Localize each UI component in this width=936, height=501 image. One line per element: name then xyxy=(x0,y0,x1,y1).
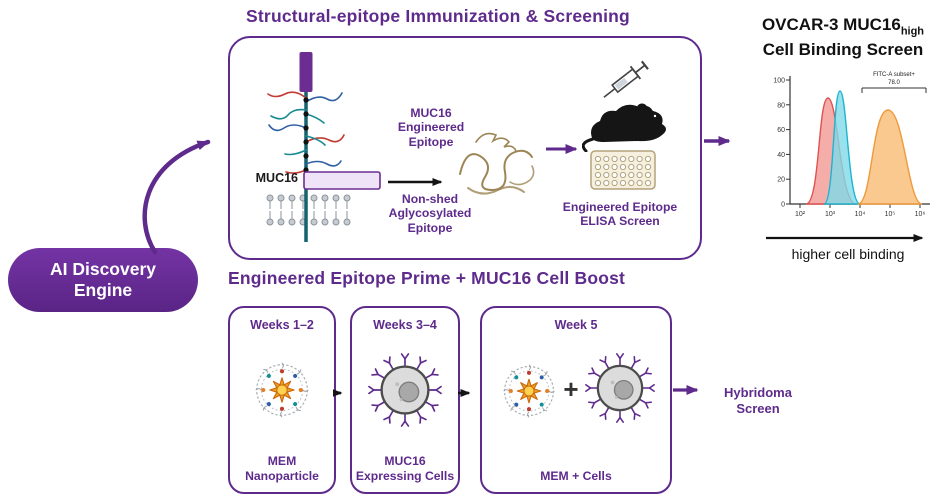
boost-section-title: Engineered Epitope Prime + MUC16 Cell Bo… xyxy=(228,268,626,288)
binding-screen-title-subscript: high xyxy=(900,25,925,38)
ribbon-structure-icon xyxy=(459,132,535,195)
top-section-title: Structural-epitope Immunization & Screen… xyxy=(246,6,630,26)
step-arrow-icon xyxy=(458,389,471,397)
binding-screen-title-line1: OVCAR-3 MUC16high xyxy=(761,15,925,38)
nanoparticle-icon xyxy=(255,362,309,418)
ai-engine-badge: AI Discovery Engine xyxy=(8,248,198,312)
week-box-1: Weeks 1–2 MEM Nanoparticle xyxy=(228,306,336,494)
nanoparticle-icon xyxy=(503,364,555,418)
gate-bracket xyxy=(861,87,927,93)
cell-binding-axis-label: higher cell binding xyxy=(791,246,905,262)
elisa-plate-icon xyxy=(588,146,658,196)
week-label-2: Weeks 3–4 xyxy=(373,318,437,332)
cell-icon xyxy=(367,352,443,428)
x-tick-label: 10³ xyxy=(825,211,836,218)
box-label-2: MUC16 Expressing Cells xyxy=(355,454,455,483)
y-tick-label: 20 xyxy=(777,177,785,184)
flow-histogram-chart: 100 80 60 40 20 0 10² 10³ 10⁴ 10⁵ 10⁶ FI… xyxy=(773,72,930,218)
plus-sign: + xyxy=(563,374,579,404)
epitope-arrow-icon xyxy=(388,178,443,186)
muc16-structure-icon xyxy=(266,52,381,242)
histogram-series-orange xyxy=(857,109,923,205)
hybridoma-arrow-icon xyxy=(673,385,699,395)
y-tick-label: 40 xyxy=(777,152,785,159)
elisa-screen-label: Engineered Epitope ELISA Screen xyxy=(562,200,678,229)
y-tick-label: 0 xyxy=(781,202,785,209)
step-arrow-icon xyxy=(333,389,343,397)
week-box-3: Week 5 + MEM + Cells xyxy=(480,306,672,494)
y-tick-label: 100 xyxy=(773,78,785,85)
ai-flow-arrow-icon xyxy=(142,139,211,255)
gate-value: 78.0 xyxy=(888,80,900,86)
x-tick-label: 10⁵ xyxy=(885,211,896,218)
muc16-label: MUC16 xyxy=(255,171,298,185)
y-tick-label: 60 xyxy=(777,127,785,134)
week-label-1: Weeks 1–2 xyxy=(250,318,314,332)
histogram-series-cyan xyxy=(823,90,861,205)
mouse-icon xyxy=(582,103,666,152)
ai-engine-label: AI Discovery Engine xyxy=(49,259,157,300)
binding-screen-title-line2: Cell Binding Screen xyxy=(762,39,924,59)
hybridoma-label: Hybridoma Screen xyxy=(724,385,792,416)
cell-binding-axis-arrow-icon xyxy=(766,234,924,242)
week-box-2: Weeks 3–4 MUC16 Expressing Cells xyxy=(350,306,460,494)
syringe-icon xyxy=(603,60,649,98)
gate-label: FITC-A subset+ xyxy=(873,72,915,78)
x-tick-label: 10² xyxy=(795,211,806,218)
box-label-3: MEM + Cells xyxy=(540,469,612,483)
nonshed-epitope-label: Non-shed Aglycosylated Epitope xyxy=(388,192,472,235)
box-label-1: MEM Nanoparticle xyxy=(245,454,319,483)
binding-screen-title: OVCAR-3 MUC16high Cell Binding Screen xyxy=(750,14,936,61)
immunization-arrow-icon xyxy=(546,144,578,154)
x-tick-label: 10⁶ xyxy=(915,211,926,218)
panel-to-screen-arrow-icon xyxy=(704,136,731,146)
engineered-epitope-label: MUC16 Engineered Epitope xyxy=(397,106,465,149)
cell-icon xyxy=(584,352,656,424)
y-tick-label: 80 xyxy=(777,102,785,109)
week-label-3: Week 5 xyxy=(554,318,598,332)
x-tick-label: 10⁴ xyxy=(855,211,866,218)
